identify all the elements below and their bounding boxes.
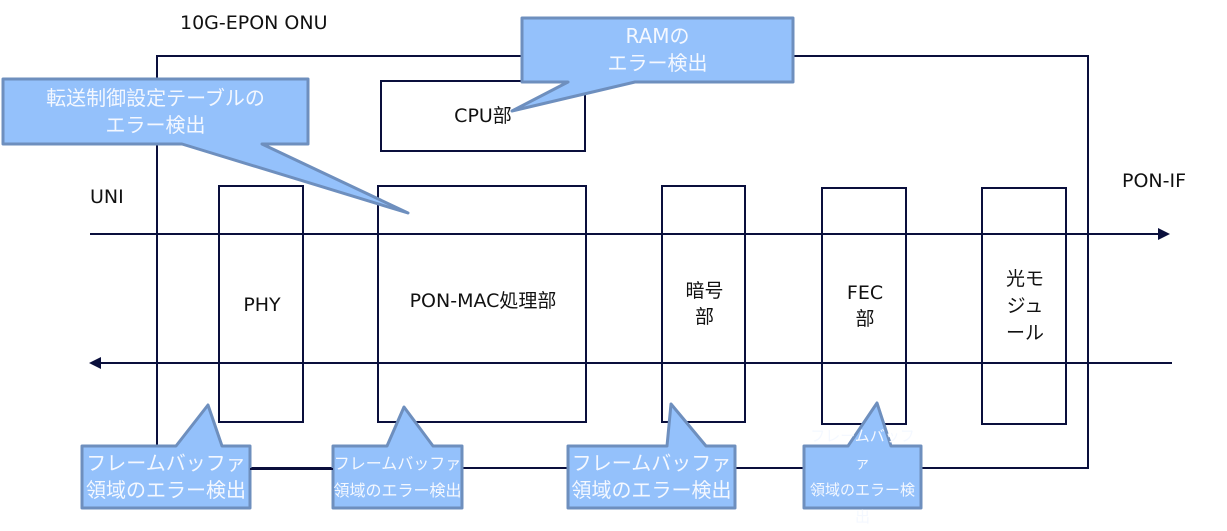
onu-title: 10G-EPON ONU (180, 12, 328, 34)
callout-frame-buffer-3-text: フレームバッファ 領域のエラー検出 (571, 451, 732, 502)
fec-block: FEC 部 (822, 188, 908, 424)
arrow-right-icon (1158, 228, 1170, 240)
crypto-block: 暗号 部 (662, 186, 747, 422)
pon-if-label: PON-IF (1122, 170, 1187, 192)
callout-frame-buffer-1-text: フレームバッファ 領域のエラー検出 (86, 451, 246, 502)
callout-ram-text: RAMの エラー検出 (607, 24, 708, 75)
crypto-block-label: 暗号 部 (685, 280, 724, 328)
optical-module-block: 光モ ジュ ール (982, 188, 1068, 424)
arrow-left-icon (89, 357, 101, 369)
optical-module-block-label: 光モ ジュ ール (1005, 267, 1044, 344)
pon-mac-block-label: PON-MAC処理部 (409, 290, 557, 312)
uni-label: UNI (90, 186, 124, 208)
phy-block: PHY (219, 186, 305, 424)
cpu-block-label: CPU部 (454, 105, 512, 127)
cpu-block: CPU部 (380, 80, 586, 152)
callout-forwarding-table-text: 転送制御設定テーブルの エラー検出 (46, 85, 265, 137)
callout-frame-buffer-4-text: フレームバッファ 領域のエラー検出 (809, 427, 915, 526)
fec-block-label: FEC 部 (846, 282, 884, 330)
pon-mac-block: PON-MAC処理部 (378, 186, 588, 416)
phy-block-label: PHY (243, 294, 281, 316)
callout-frame-buffer-2-text: フレームバッファ 領域のエラー検出 (333, 454, 462, 500)
